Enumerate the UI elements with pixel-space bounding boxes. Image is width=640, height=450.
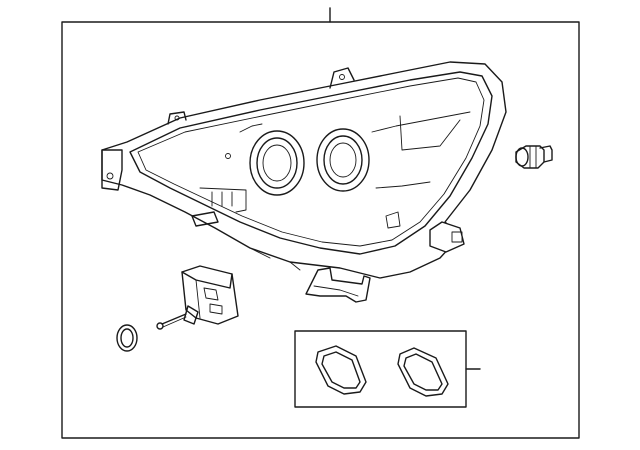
adjuster-motor	[156, 265, 239, 330]
headlamp-assembly	[101, 61, 507, 303]
o-ring-seal	[116, 324, 138, 352]
gasket-right	[397, 347, 449, 397]
bulb-socket	[515, 145, 553, 169]
gasket-kit	[294, 330, 481, 408]
gasket-left	[315, 345, 367, 395]
diagram-frame	[61, 21, 580, 439]
